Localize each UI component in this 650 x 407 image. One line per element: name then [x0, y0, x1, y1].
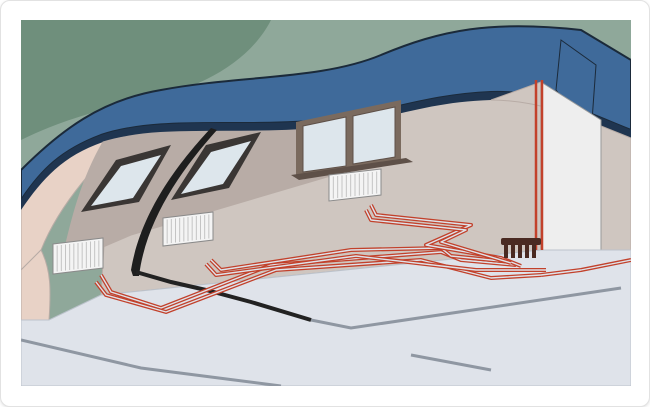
- window-glass-right: [352, 106, 396, 165]
- manifold-outlet: [511, 244, 515, 258]
- floor: [21, 249, 631, 386]
- illustration-viewport: [21, 20, 631, 386]
- heating-pipe-inner: [205, 255, 546, 276]
- manifold-icon: [501, 238, 541, 258]
- skylight-left: [81, 145, 171, 212]
- heating-pipe-inner: [95, 259, 542, 313]
- skylight-glass: [91, 155, 161, 206]
- attic-heating-illustration: [21, 20, 631, 386]
- radiator-window: [328, 168, 382, 202]
- dormer-window: [291, 100, 413, 180]
- trees-background: [21, 20, 271, 140]
- floor-seam-1: [310, 286, 622, 330]
- manifold-bar: [501, 238, 541, 245]
- floor-seam-2: [410, 353, 492, 372]
- window-sill: [291, 158, 413, 180]
- heating-pipes: [94, 204, 631, 314]
- manifold-outlet: [504, 244, 508, 258]
- manifold-outlet: [525, 244, 529, 258]
- heating-pipe-inner: [540, 259, 631, 276]
- window-glass-left: [302, 116, 347, 173]
- heating-pipe-inner: [100, 251, 517, 309]
- heating-pipe-inner: [210, 247, 512, 271]
- floor-seam-3: [21, 338, 282, 386]
- manifold-outlet: [518, 244, 522, 258]
- wall-joint: [131, 128, 217, 276]
- riser-pipes: [534, 80, 544, 250]
- skylight-glass: [181, 141, 251, 194]
- heating-pipe-inner: [365, 209, 512, 264]
- skylight-right: [171, 132, 261, 200]
- radiator-center: [162, 211, 214, 247]
- radiator-left: [52, 237, 104, 275]
- manifold-outlet: [532, 244, 536, 258]
